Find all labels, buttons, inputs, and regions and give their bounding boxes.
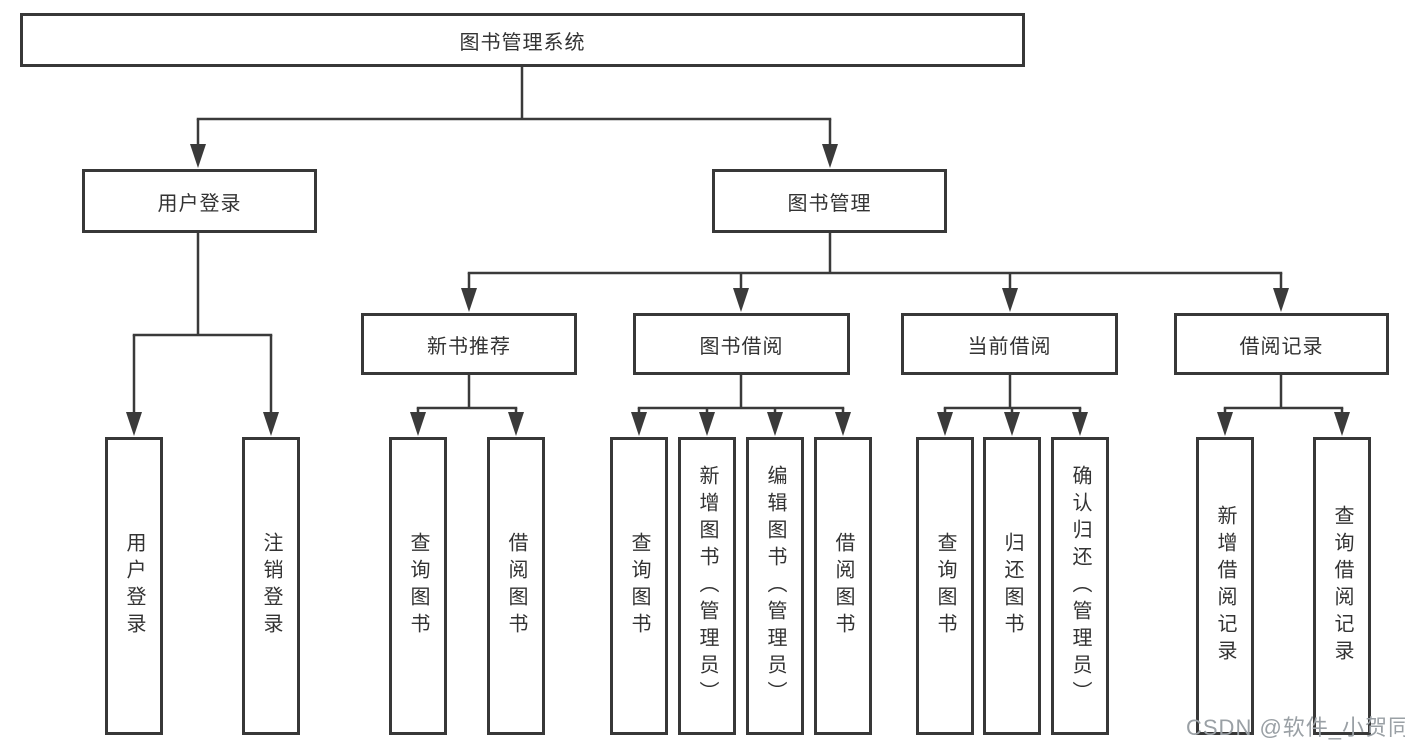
leaf-query-books-3: 查询图书 bbox=[916, 437, 974, 735]
node-label: 新书推荐 bbox=[427, 335, 511, 358]
leaf-borrow-books-1: 借阅图书 bbox=[487, 437, 545, 735]
node-label: 查询借阅记录 bbox=[1331, 505, 1353, 667]
node-library-management-system: 图书管理系统 bbox=[20, 13, 1025, 67]
leaf-logout: 注销登录 bbox=[242, 437, 300, 735]
node-label: 查询图书 bbox=[934, 532, 956, 640]
node-label: 编辑图书（管理员） bbox=[764, 464, 786, 708]
node-label: 借阅记录 bbox=[1239, 335, 1324, 358]
node-current-borrowing: 当前借阅 bbox=[901, 313, 1118, 375]
leaf-add-books-admin: 新增图书（管理员） bbox=[678, 437, 736, 735]
node-label: 借阅图书 bbox=[505, 532, 527, 640]
node-user-login: 用户登录 bbox=[82, 169, 317, 233]
leaf-user-login: 用户登录 bbox=[105, 437, 163, 735]
node-label: 确认归还（管理员） bbox=[1069, 464, 1091, 708]
leaf-return-books: 归还图书 bbox=[983, 437, 1041, 735]
leaf-edit-books-admin: 编辑图书（管理员） bbox=[746, 437, 804, 735]
leaf-query-books-1: 查询图书 bbox=[389, 437, 447, 735]
node-label: 查询图书 bbox=[407, 532, 429, 640]
node-label: 图书借阅 bbox=[699, 335, 784, 358]
node-new-book-recommend: 新书推荐 bbox=[361, 313, 577, 375]
node-label: 用户登录 bbox=[157, 192, 242, 215]
node-label: 图书管理系统 bbox=[459, 31, 586, 54]
node-book-management: 图书管理 bbox=[712, 169, 947, 233]
node-label: 注销登录 bbox=[260, 532, 282, 640]
node-label: 新增图书（管理员） bbox=[696, 464, 718, 708]
leaf-query-books-2: 查询图书 bbox=[610, 437, 668, 735]
node-label: 用户登录 bbox=[123, 532, 145, 640]
node-label: 查询图书 bbox=[628, 532, 650, 640]
node-borrow-records: 借阅记录 bbox=[1174, 313, 1389, 375]
node-label: 图书管理 bbox=[787, 192, 872, 215]
node-label: 当前借阅 bbox=[967, 335, 1052, 358]
node-label: 归还图书 bbox=[1001, 532, 1023, 640]
leaf-add-borrow-record: 新增借阅记录 bbox=[1196, 437, 1254, 735]
node-label: 借阅图书 bbox=[832, 532, 854, 640]
leaf-borrow-books-2: 借阅图书 bbox=[814, 437, 872, 735]
node-book-borrowing: 图书借阅 bbox=[633, 313, 850, 375]
csdn-watermark: CSDN @软件_小贺同学 bbox=[1186, 715, 1405, 740]
leaf-confirm-return-admin: 确认归还（管理员） bbox=[1051, 437, 1109, 735]
node-label: 新增借阅记录 bbox=[1214, 505, 1236, 667]
leaf-query-borrow-record: 查询借阅记录 bbox=[1313, 437, 1371, 735]
